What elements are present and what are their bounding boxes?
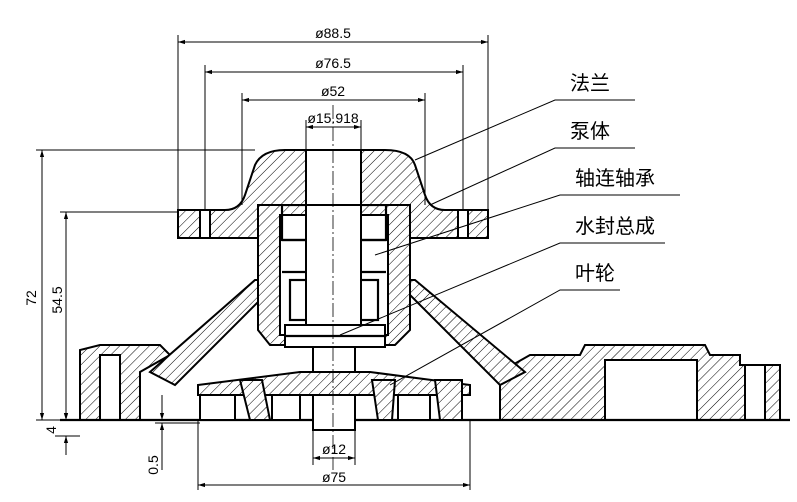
- dim-h72: 72: [23, 290, 39, 306]
- base-slot-right: [744, 364, 766, 421]
- dim-d15-918: ø15.918: [307, 110, 359, 126]
- dim-d76-5: ø76.5: [315, 55, 351, 71]
- pump-geometry: [60, 105, 790, 470]
- dim-d88-5: ø88.5: [315, 25, 351, 41]
- dim-d12: ø12: [322, 441, 346, 457]
- leader-impeller: [389, 289, 620, 386]
- impeller-blade-left-1: [199, 394, 236, 421]
- casing-shroud-left: [148, 279, 271, 387]
- leader-pump-body: [429, 147, 635, 206]
- leaders: [339, 99, 680, 386]
- label-bearing: 轴连轴承: [575, 166, 655, 190]
- part-labels: 法兰 泵体 轴连轴承 水封总成 叶轮: [570, 71, 655, 285]
- label-flange: 法兰: [570, 71, 610, 95]
- base-pocket-right: [604, 359, 698, 421]
- dimension-lines: [36, 35, 489, 490]
- label-water-seal: 水封总成: [575, 214, 655, 238]
- leader-water-seal: [339, 242, 665, 336]
- impeller-hub: [197, 371, 471, 396]
- flange-hole-right: [457, 209, 469, 239]
- dim-h4: 4: [43, 426, 59, 434]
- dim-d52: ø52: [321, 83, 345, 99]
- impeller-blade-right-3: [433, 379, 463, 421]
- flange-hole-left: [199, 209, 211, 239]
- label-pump-body: 泵体: [570, 119, 610, 143]
- impeller-blade-left-2: [238, 379, 272, 421]
- label-impeller: 叶轮: [575, 261, 615, 285]
- dim-d75: ø75: [322, 469, 346, 485]
- leader-flange: [414, 99, 635, 161]
- base-housing-left: [79, 344, 172, 421]
- dim-h0-5: 0.5: [145, 455, 161, 475]
- impeller-blade-right-2: [397, 394, 431, 421]
- leader-bearing: [374, 194, 680, 256]
- base-slot-left: [99, 354, 121, 421]
- impeller-blade-right-1: [370, 379, 397, 421]
- dimension-texts: ø88.5 ø76.5 ø52 ø15.918 ø12 ø75 72 54.5 …: [23, 25, 359, 485]
- impeller-blade-left-3: [271, 394, 301, 421]
- shaft-core: [305, 204, 362, 341]
- casing-shroud-right: [395, 279, 527, 387]
- dim-h54-5: 54.5: [49, 286, 65, 313]
- shaft-upper: [305, 149, 362, 206]
